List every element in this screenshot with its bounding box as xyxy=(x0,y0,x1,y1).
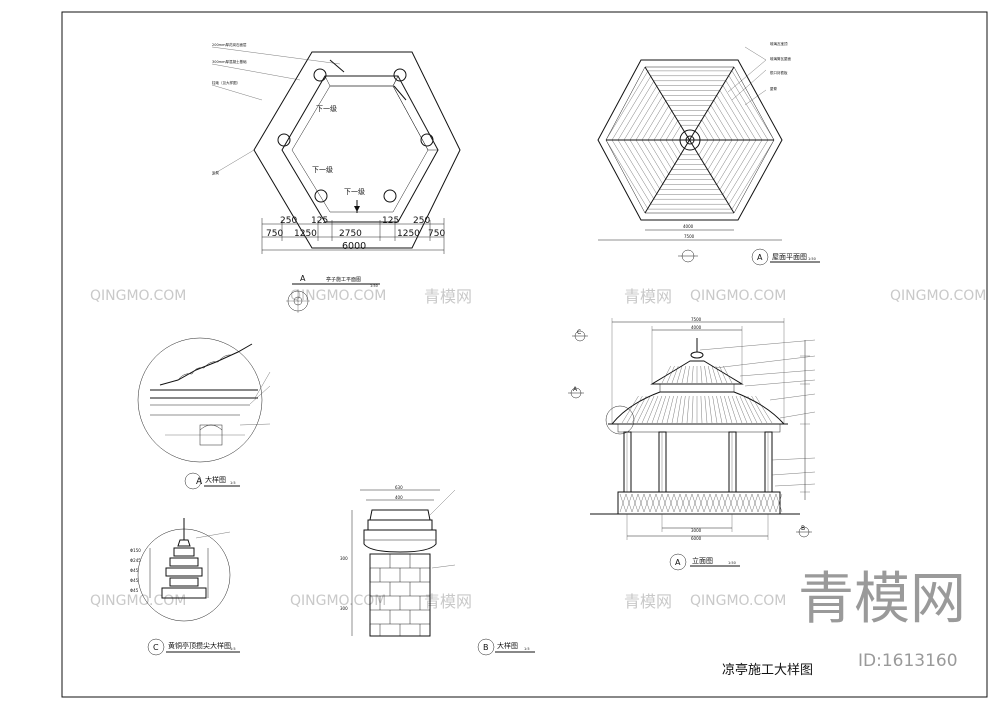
roof-dim: 7500 xyxy=(684,234,695,239)
step-label: 下一级 xyxy=(316,104,337,113)
detail-a-ref-letter: A xyxy=(196,477,203,487)
plan-ref-letter: A xyxy=(300,274,306,283)
section-mark: C xyxy=(577,329,581,336)
roof-ref-letter: A xyxy=(757,253,763,262)
detail-c-dim: Φ45 xyxy=(130,568,139,573)
section-mark: A xyxy=(573,386,578,393)
detail-a-scale: 1:5 xyxy=(230,481,236,485)
detail-b-dim: 400 xyxy=(395,495,403,500)
detail-c-ref-letter: C xyxy=(153,643,159,652)
elev-dim: 3000 xyxy=(691,528,702,533)
detail-b-scale: 1:5 xyxy=(524,647,530,651)
plan-dim: 1250 xyxy=(397,229,420,239)
plan-dim: 2750 xyxy=(339,229,362,239)
elev-ref-letter: A xyxy=(675,558,681,567)
watermark-text-cn: 青模网 xyxy=(624,592,672,611)
detail-b-dim: 300 xyxy=(340,556,348,561)
pavilion-floor-plan: 下一级 下一级 下一级 200mm厚花岗石面层 300mm厚混凝土基础 柱础（见… xyxy=(211,42,461,313)
detail-a-eave: A 大样图 1:5 xyxy=(137,337,271,490)
plan-dim: 1250 xyxy=(294,229,317,239)
watermark-text: QINGMO.COM xyxy=(290,288,386,304)
plan-note: 300mm厚混凝土基础 xyxy=(212,59,247,64)
plan-dim: 750 xyxy=(266,229,283,239)
roof-scale: 1:50 xyxy=(808,257,816,261)
plan-note: 柱础（见大样图） xyxy=(212,80,240,85)
plan-dim-total: 6000 xyxy=(342,241,366,252)
detail-b-ref-letter: B xyxy=(483,643,489,652)
watermark-text: QINGMO.COM xyxy=(90,593,186,609)
watermark-text-cn: 青模网 xyxy=(624,287,672,306)
detail-c-dim: Φ45 xyxy=(130,578,139,583)
detail-a-title: 大样图 xyxy=(205,475,226,484)
step-label: 下一级 xyxy=(344,187,365,196)
watermark-text: QINGMO.COM xyxy=(690,593,786,609)
watermark-text: QINGMO.COM xyxy=(690,288,786,304)
plan-title: 亭子施工平面图 xyxy=(326,276,361,283)
step-label: 下一级 xyxy=(312,165,333,174)
sheet-title: 凉亭施工大样图 xyxy=(722,662,813,678)
plan-dim: 750 xyxy=(428,229,445,239)
elev-dim: 6000 xyxy=(691,536,702,541)
detail-c-title: 黄铜亭顶攒尖大样图 xyxy=(168,641,231,650)
detail-b-pier: 630 400 300 300 B 大样图 1:5 xyxy=(340,485,535,656)
watermark-layer: QINGMO.COM 青模网 QINGMO.COM 青模网 QINGMO.COM QING… xyxy=(90,287,986,611)
pavilion-elevation: 7500 4000 3000 6000 C B A xyxy=(568,317,816,571)
roof-dim: 4000 xyxy=(683,224,694,229)
roof-note: 琉璃瓦宝顶 xyxy=(770,41,788,46)
sheet-border xyxy=(61,11,988,698)
roof-note: 琉璃筒瓦屋面 xyxy=(770,56,791,61)
roof-plan: 琉璃瓦宝顶 琉璃筒瓦屋面 檐口封檐板 屋脊 4000 7500 A 屋面平面图 … xyxy=(597,41,820,266)
detail-c-dim: Φ45 xyxy=(130,588,139,593)
watermark-text-cn: 青模网 xyxy=(424,592,472,611)
detail-c-scale: 1:5 xyxy=(230,647,236,651)
watermark-text: QINGMO.COM xyxy=(890,288,986,304)
detail-c-dim: Φ245 xyxy=(130,558,141,563)
watermark-brand-cn: 青模网 xyxy=(798,567,966,632)
detail-c-finial: Φ150 Φ245 Φ45 Φ45 Φ45 C 黄铜亭顶攒尖大样图 1:5 xyxy=(130,518,240,656)
watermark-id: ID:1613160 xyxy=(858,651,958,671)
plan-note: 坐凳 xyxy=(212,170,219,175)
detail-b-title: 大样图 xyxy=(497,641,518,650)
roof-note: 屋脊 xyxy=(770,86,778,91)
elev-scale: 1:50 xyxy=(728,561,736,565)
plan-dim: 125 xyxy=(382,216,399,226)
elevation-title: 立面图 xyxy=(692,556,713,565)
elev-dim: 4000 xyxy=(691,325,702,330)
plan-dim: 250 xyxy=(413,216,430,226)
plan-scale: 1:50 xyxy=(370,284,378,288)
watermark-text: QINGMO.COM xyxy=(290,593,386,609)
watermark-text: QINGMO.COM xyxy=(90,288,186,304)
plan-dim: 125 xyxy=(311,216,328,226)
watermark-text-cn: 青模网 xyxy=(424,287,472,306)
elev-dim: 7500 xyxy=(691,317,702,322)
plan-note: 200mm厚花岗石面层 xyxy=(212,42,247,47)
roof-plan-title: 屋面平面图 xyxy=(772,253,807,261)
detail-b-dim: 630 xyxy=(395,485,403,490)
roof-note: 檐口封檐板 xyxy=(770,70,788,75)
detail-c-dim: Φ150 xyxy=(130,548,141,553)
section-mark: B xyxy=(801,525,805,532)
plan-dim: 250 xyxy=(280,216,297,226)
detail-b-dim: 300 xyxy=(340,606,348,611)
